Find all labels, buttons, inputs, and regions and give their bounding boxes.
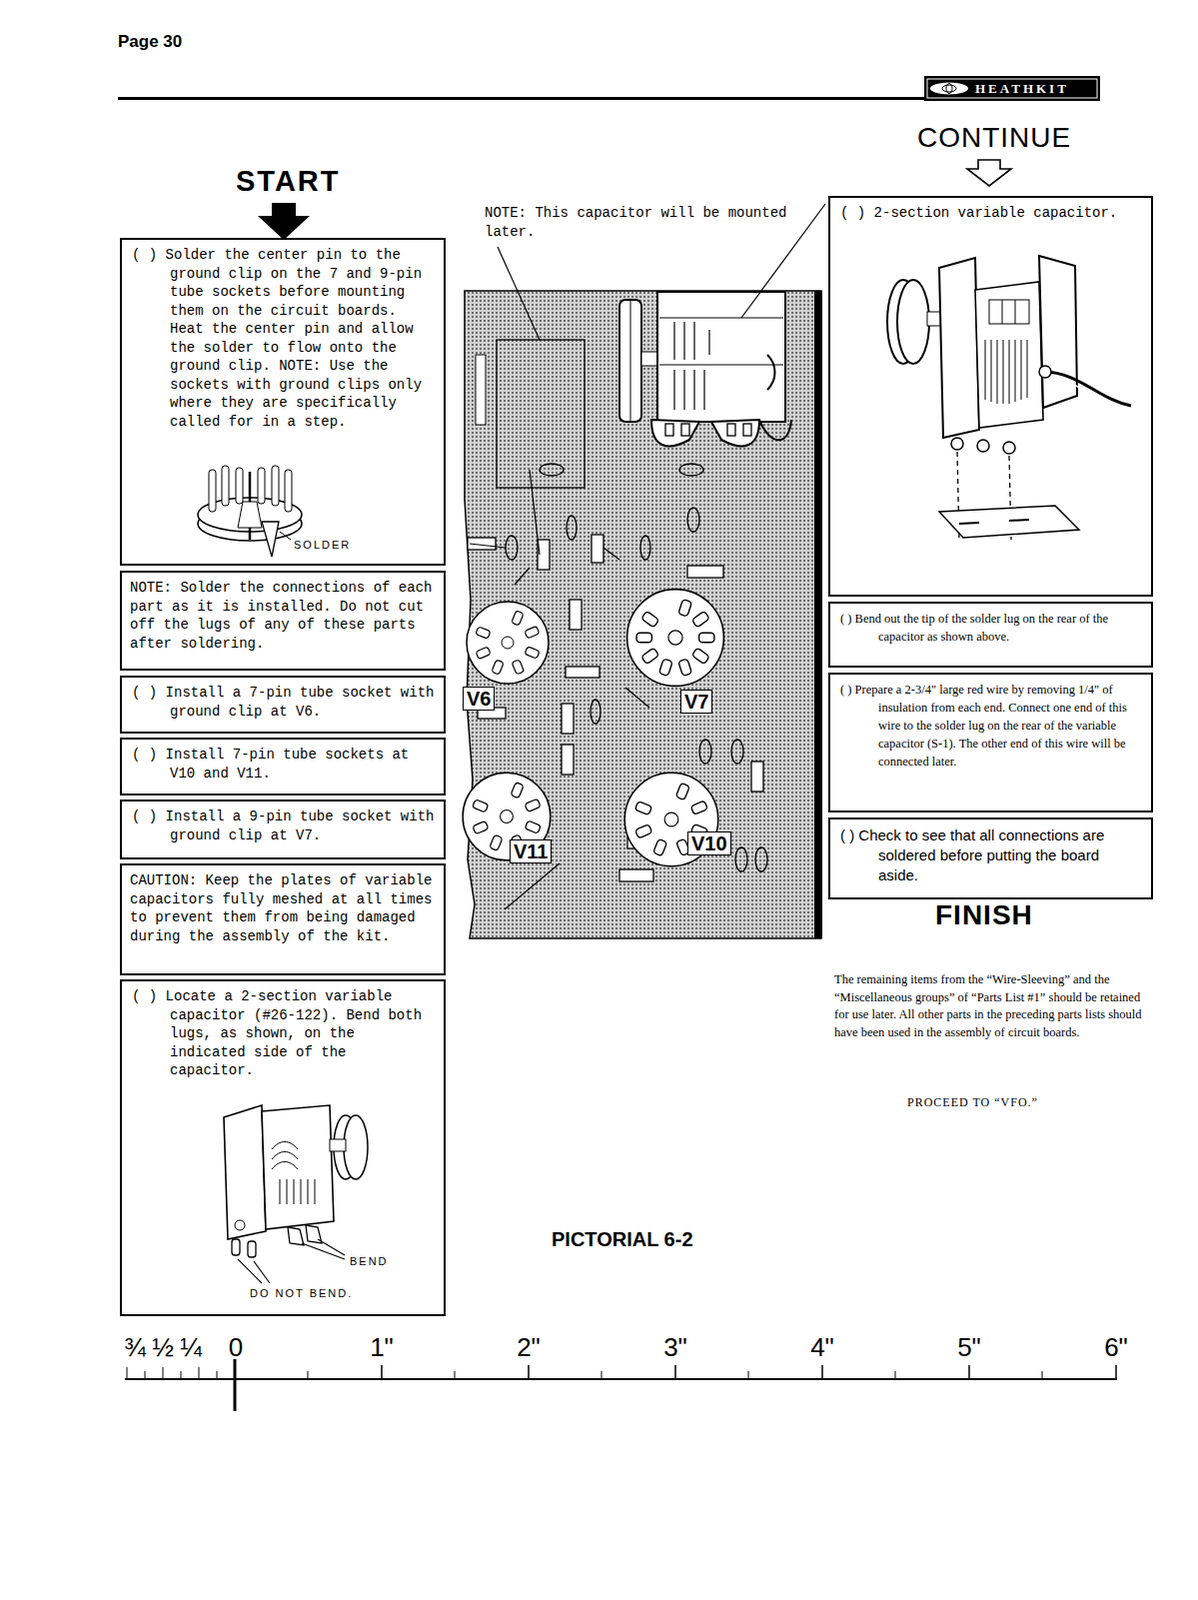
tube-label: V6 xyxy=(462,686,495,711)
step-text: ( ) Install a 9-pin tube socket with gro… xyxy=(169,807,436,845)
step-text: ( ) Prepare a 2-3/4" large red wire by r… xyxy=(878,680,1144,771)
continue-heading: CONTINUE xyxy=(917,121,1072,154)
step-text: ( ) Install a 7-pin tube socket with gro… xyxy=(169,683,436,721)
step-text: ( ) Bend out the tip of the solder lug o… xyxy=(878,609,1144,646)
brand-logo: HEATHKIT xyxy=(975,79,1070,97)
ruler-mark: 2" xyxy=(516,1331,541,1362)
figure-label: DO NOT BEND. xyxy=(249,1285,353,1300)
ruler-mark: 5" xyxy=(957,1331,982,1362)
brand-logo-plate xyxy=(924,75,1101,101)
circuit-board xyxy=(462,290,823,939)
step-text: CAUTION: Keep the plates of variable cap… xyxy=(129,871,436,946)
leader-line xyxy=(497,203,826,340)
step-box: ( ) Locate a 2-section variable capacito… xyxy=(119,979,446,1316)
start-arrow xyxy=(257,202,310,240)
page-number: Page 30 xyxy=(117,31,182,52)
ruler-mark: 0 xyxy=(228,1331,243,1362)
ruler-mark: ¼ xyxy=(179,1331,202,1362)
step-box: ( ) Install a 7-pin tube socket with gro… xyxy=(119,675,446,734)
finish-note: The remaining items from the “Wire-Sleev… xyxy=(834,971,1153,1042)
ruler-mark: 6" xyxy=(1104,1331,1129,1362)
capacitor-bend-figure xyxy=(223,1105,368,1283)
figure-caption: PICTORIAL 6-2 xyxy=(551,1226,694,1251)
ruler-mark: 4" xyxy=(810,1331,835,1362)
step-box: ( ) Install a 9-pin tube socket with gro… xyxy=(119,799,446,860)
pictorial-note: NOTE: This capacitor will be mounted lat… xyxy=(484,203,805,241)
ruler-mark: ½ xyxy=(151,1331,174,1362)
step-text: ( ) 2-section variable capacitor. xyxy=(878,203,1144,223)
continue-arrow xyxy=(967,159,1012,186)
caution-box: CAUTION: Keep the plates of variable cap… xyxy=(119,863,446,976)
proceed-note: PROCEED TO “VFO.” xyxy=(907,1095,1039,1111)
inch-ruler xyxy=(124,1358,1118,1411)
ruler-mark: 1" xyxy=(369,1331,394,1362)
step-box: ( ) Solder the center pin to the ground … xyxy=(119,237,446,566)
step-text: ( ) Install 7-pin tube sockets at V10 an… xyxy=(169,745,436,783)
step-box: ( ) Install 7-pin tube sockets at V10 an… xyxy=(119,737,446,796)
step-box: ( ) Prepare a 2-3/4" large red wire by r… xyxy=(828,672,1154,813)
step-box: ( ) Bend out the tip of the solder lug o… xyxy=(828,601,1154,668)
start-heading: START xyxy=(235,163,341,198)
ruler-mark: 3" xyxy=(663,1331,688,1362)
step-text: NOTE: Solder the connections of each par… xyxy=(129,578,436,653)
finish-heading: FINISH xyxy=(935,899,1034,932)
capacitor-figure xyxy=(887,255,1132,540)
step-box: ( ) Check to see that all connections ar… xyxy=(828,817,1154,900)
tube-label: V7 xyxy=(680,689,713,714)
ruler-mark: ¾ xyxy=(123,1331,146,1362)
step-text: ( ) Locate a 2-section variable capacito… xyxy=(169,987,436,1081)
tube-label: V10 xyxy=(687,831,732,856)
note-box: NOTE: Solder the connections of each par… xyxy=(119,570,446,671)
step-box: ( ) 2-section variable capacitor. xyxy=(828,195,1154,597)
step-text: ( ) Check to see that all connections ar… xyxy=(878,825,1144,886)
figure-label: SOLDER xyxy=(293,537,351,552)
socket-solder-figure xyxy=(197,465,302,557)
step-text: ( ) Solder the center pin to the ground … xyxy=(169,245,436,431)
figure-label: BEND xyxy=(349,1253,389,1268)
tube-label: V11 xyxy=(509,839,552,864)
